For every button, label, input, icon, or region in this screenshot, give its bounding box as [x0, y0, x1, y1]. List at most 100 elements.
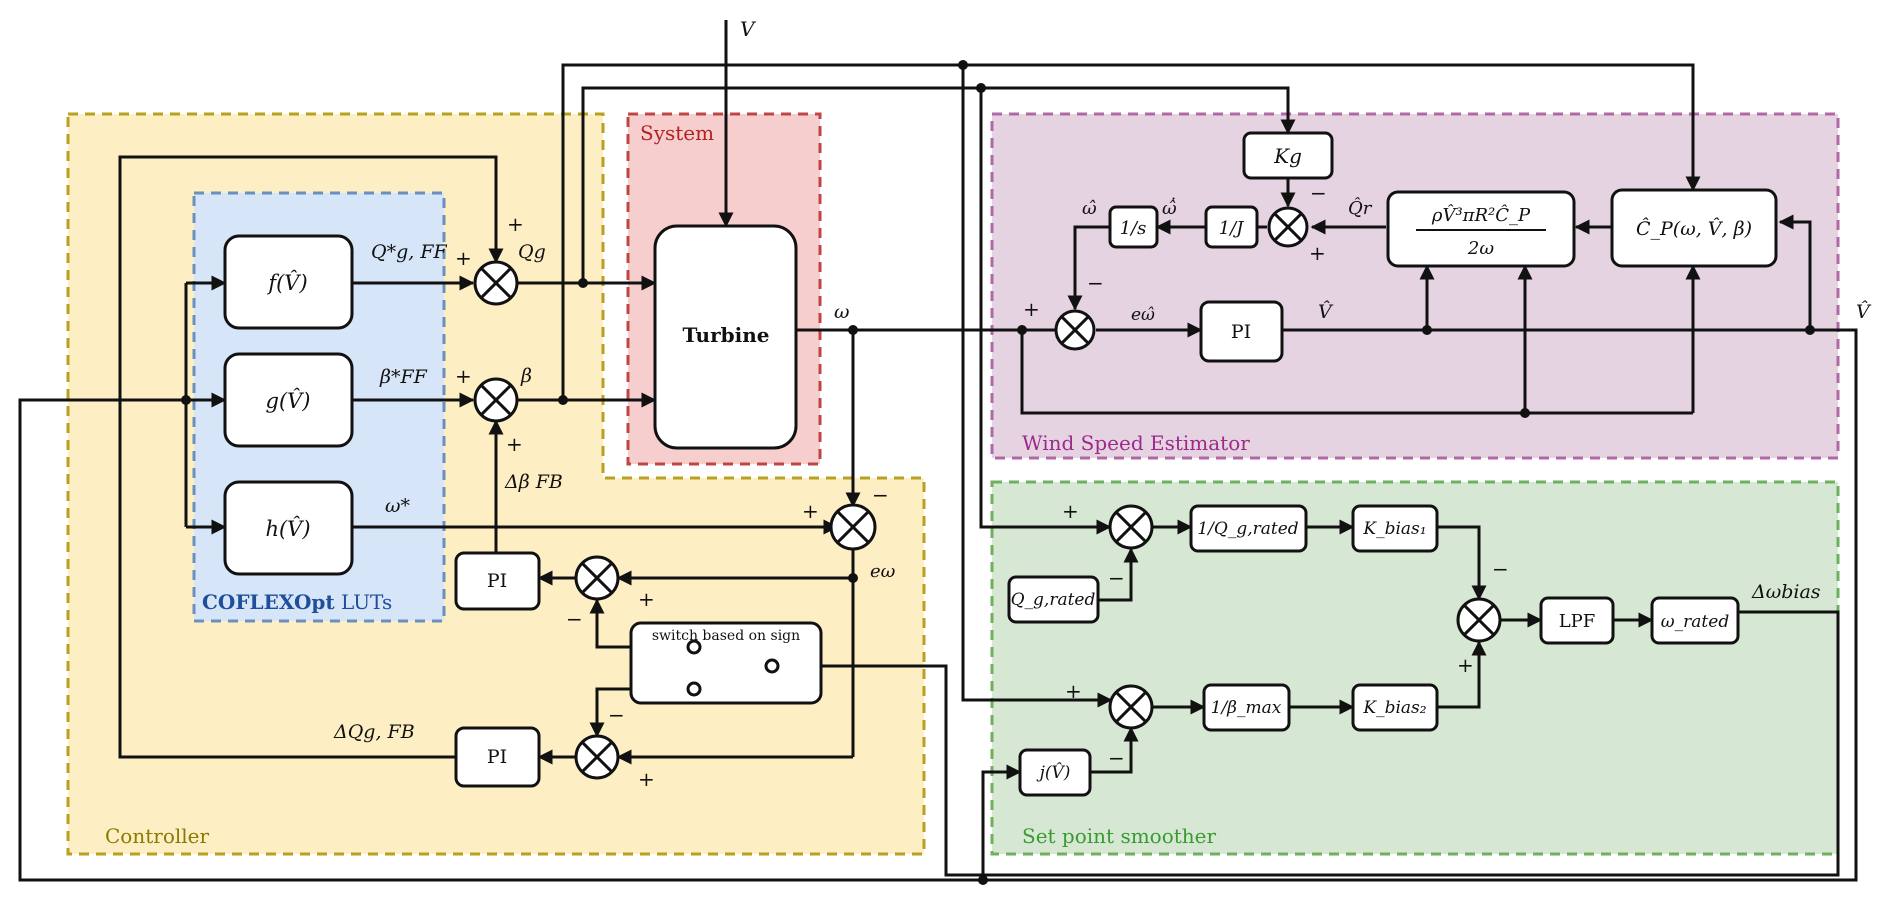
pi-est-block: [1199, 300, 1284, 363]
sum-cross: [581, 562, 613, 594]
pi-beta-block: [454, 551, 541, 611]
omega-star-label: ω*: [385, 495, 410, 517]
plus-sign: +: [506, 432, 523, 456]
omega-rated-block: [1650, 596, 1740, 645]
summing-junction: [1456, 597, 1502, 643]
plus-sign: +: [507, 212, 524, 236]
summing-junction: [473, 377, 519, 423]
sum-cross: [1463, 604, 1495, 636]
inv-j-block: [1204, 205, 1259, 249]
f-block-label: f(V̂): [266, 271, 307, 295]
cp-block: [1610, 188, 1778, 268]
wire-switch-input: [772, 610, 1840, 877]
junction-dot: [1017, 325, 1027, 335]
switch-label: switch based on sign: [652, 628, 800, 644]
sum-cross: [1115, 691, 1147, 723]
minus-sign: −: [1108, 746, 1125, 770]
minus-sign: −: [1310, 181, 1327, 205]
kg-label: Kg: [1273, 144, 1302, 168]
plus-sign: +: [1309, 241, 1326, 265]
omega-rated-label: ω_rated: [1661, 612, 1730, 632]
summing-junction: [1054, 309, 1096, 351]
inv-j-label: 1/J: [1219, 218, 1246, 239]
plus-sign: +: [455, 246, 472, 270]
junction-dot: [1520, 408, 1530, 418]
sign-marks: + + + + + − + − − + − + − + + − − + + −: [455, 181, 1509, 791]
v-hat-out-label: V̂: [1856, 301, 1872, 323]
controller-label: Controller: [105, 824, 209, 848]
sum-cross: [581, 741, 613, 773]
wire-beta-to-cp: [561, 63, 1701, 400]
sum-cross: [836, 510, 870, 544]
aero-num-label: ρV̂³πR²Ĉ_P: [1431, 203, 1531, 226]
kbias2-block: [1351, 683, 1439, 732]
sum-cross: [480, 267, 512, 299]
kg-block: [1242, 131, 1334, 180]
turbine-label: Turbine: [683, 323, 770, 347]
junction-dot: [558, 395, 568, 405]
blocks: f(V̂) g(V̂) h(V̂) Turbine PI PI switch b…: [223, 131, 1778, 797]
sum-cross: [1115, 511, 1147, 543]
junction-dot: [848, 325, 858, 335]
qr-label: Q̂r: [1348, 197, 1373, 219]
wire-omega-est-bus: [1020, 330, 1693, 415]
wire-qg-to-kg: [581, 86, 1296, 283]
lpf-block: [1539, 596, 1615, 645]
estimator-label: Wind Speed Estimator: [1022, 431, 1250, 455]
h-block: [223, 480, 354, 576]
wire-vhat-to-cp: [1778, 214, 1812, 330]
summing-junction: [829, 503, 877, 551]
beta-ff-label: β*FF: [379, 366, 428, 388]
turbine-block: [653, 224, 798, 450]
signal-labels: V Q*g, FF Qg β*FF β ω* Δβ FB ΔQg, FB ω e…: [333, 17, 1872, 743]
wire-kbias2-to-sum: [1437, 640, 1487, 709]
system-label: System: [640, 121, 714, 145]
kbias1-block: [1351, 504, 1439, 553]
delta-beta-fb-label: Δβ FB: [504, 471, 563, 493]
pi-q-block: [454, 726, 541, 788]
summing-junction: [473, 260, 519, 306]
summing-junction: [574, 734, 620, 780]
qrated-block: [1007, 575, 1100, 624]
g-block: [223, 352, 354, 448]
inv-qrated-block: [1189, 504, 1308, 553]
plus-sign: +: [1065, 679, 1082, 703]
junction-dots: [181, 60, 1815, 885]
estimator-region: [990, 112, 1840, 460]
delta-omega-bias-label: Δωbias: [1751, 581, 1821, 603]
inv-s-block: [1108, 205, 1159, 249]
minus-sign: −: [608, 703, 625, 727]
j-label: j(V̂): [1036, 763, 1071, 783]
junction-dot: [978, 875, 988, 885]
plus-sign: +: [638, 767, 655, 791]
minus-sign: −: [1108, 566, 1125, 590]
delta-qg-fb-label: ΔQg, FB: [333, 721, 415, 743]
sum-cross: [1060, 315, 1090, 345]
v-input-label: V: [740, 17, 757, 41]
switch-contact-bottom: [686, 681, 702, 697]
sum-cross: [480, 384, 512, 416]
switch-contact-top: [686, 639, 702, 655]
minus-sign: −: [566, 607, 583, 631]
h-block-label: h(V̂): [265, 517, 310, 541]
qg-label: Qg: [518, 241, 546, 263]
lpf-label: LPF: [1559, 611, 1596, 632]
wire-omega-bus-2: [979, 88, 1112, 535]
g-block-label: g(V̂): [266, 389, 311, 413]
junction-dot: [181, 395, 191, 405]
kbias1-label: K_bias₁: [1362, 519, 1426, 539]
wire-j-to-sum: [1090, 726, 1139, 774]
summing-junction: [1267, 206, 1309, 248]
beta-label: β: [520, 365, 532, 387]
plus-sign: +: [1457, 653, 1474, 677]
summing-junction: [574, 555, 620, 601]
wire-qrated-to-sum: [1098, 547, 1139, 602]
summing-junction: [1108, 684, 1154, 730]
wire-invs-to-sum: [1067, 225, 1115, 311]
junction-dot: [578, 278, 588, 288]
plus-sign: +: [1023, 297, 1040, 321]
minus-sign: −: [1087, 271, 1104, 295]
kbias2-label: K_bias₂: [1362, 698, 1426, 718]
